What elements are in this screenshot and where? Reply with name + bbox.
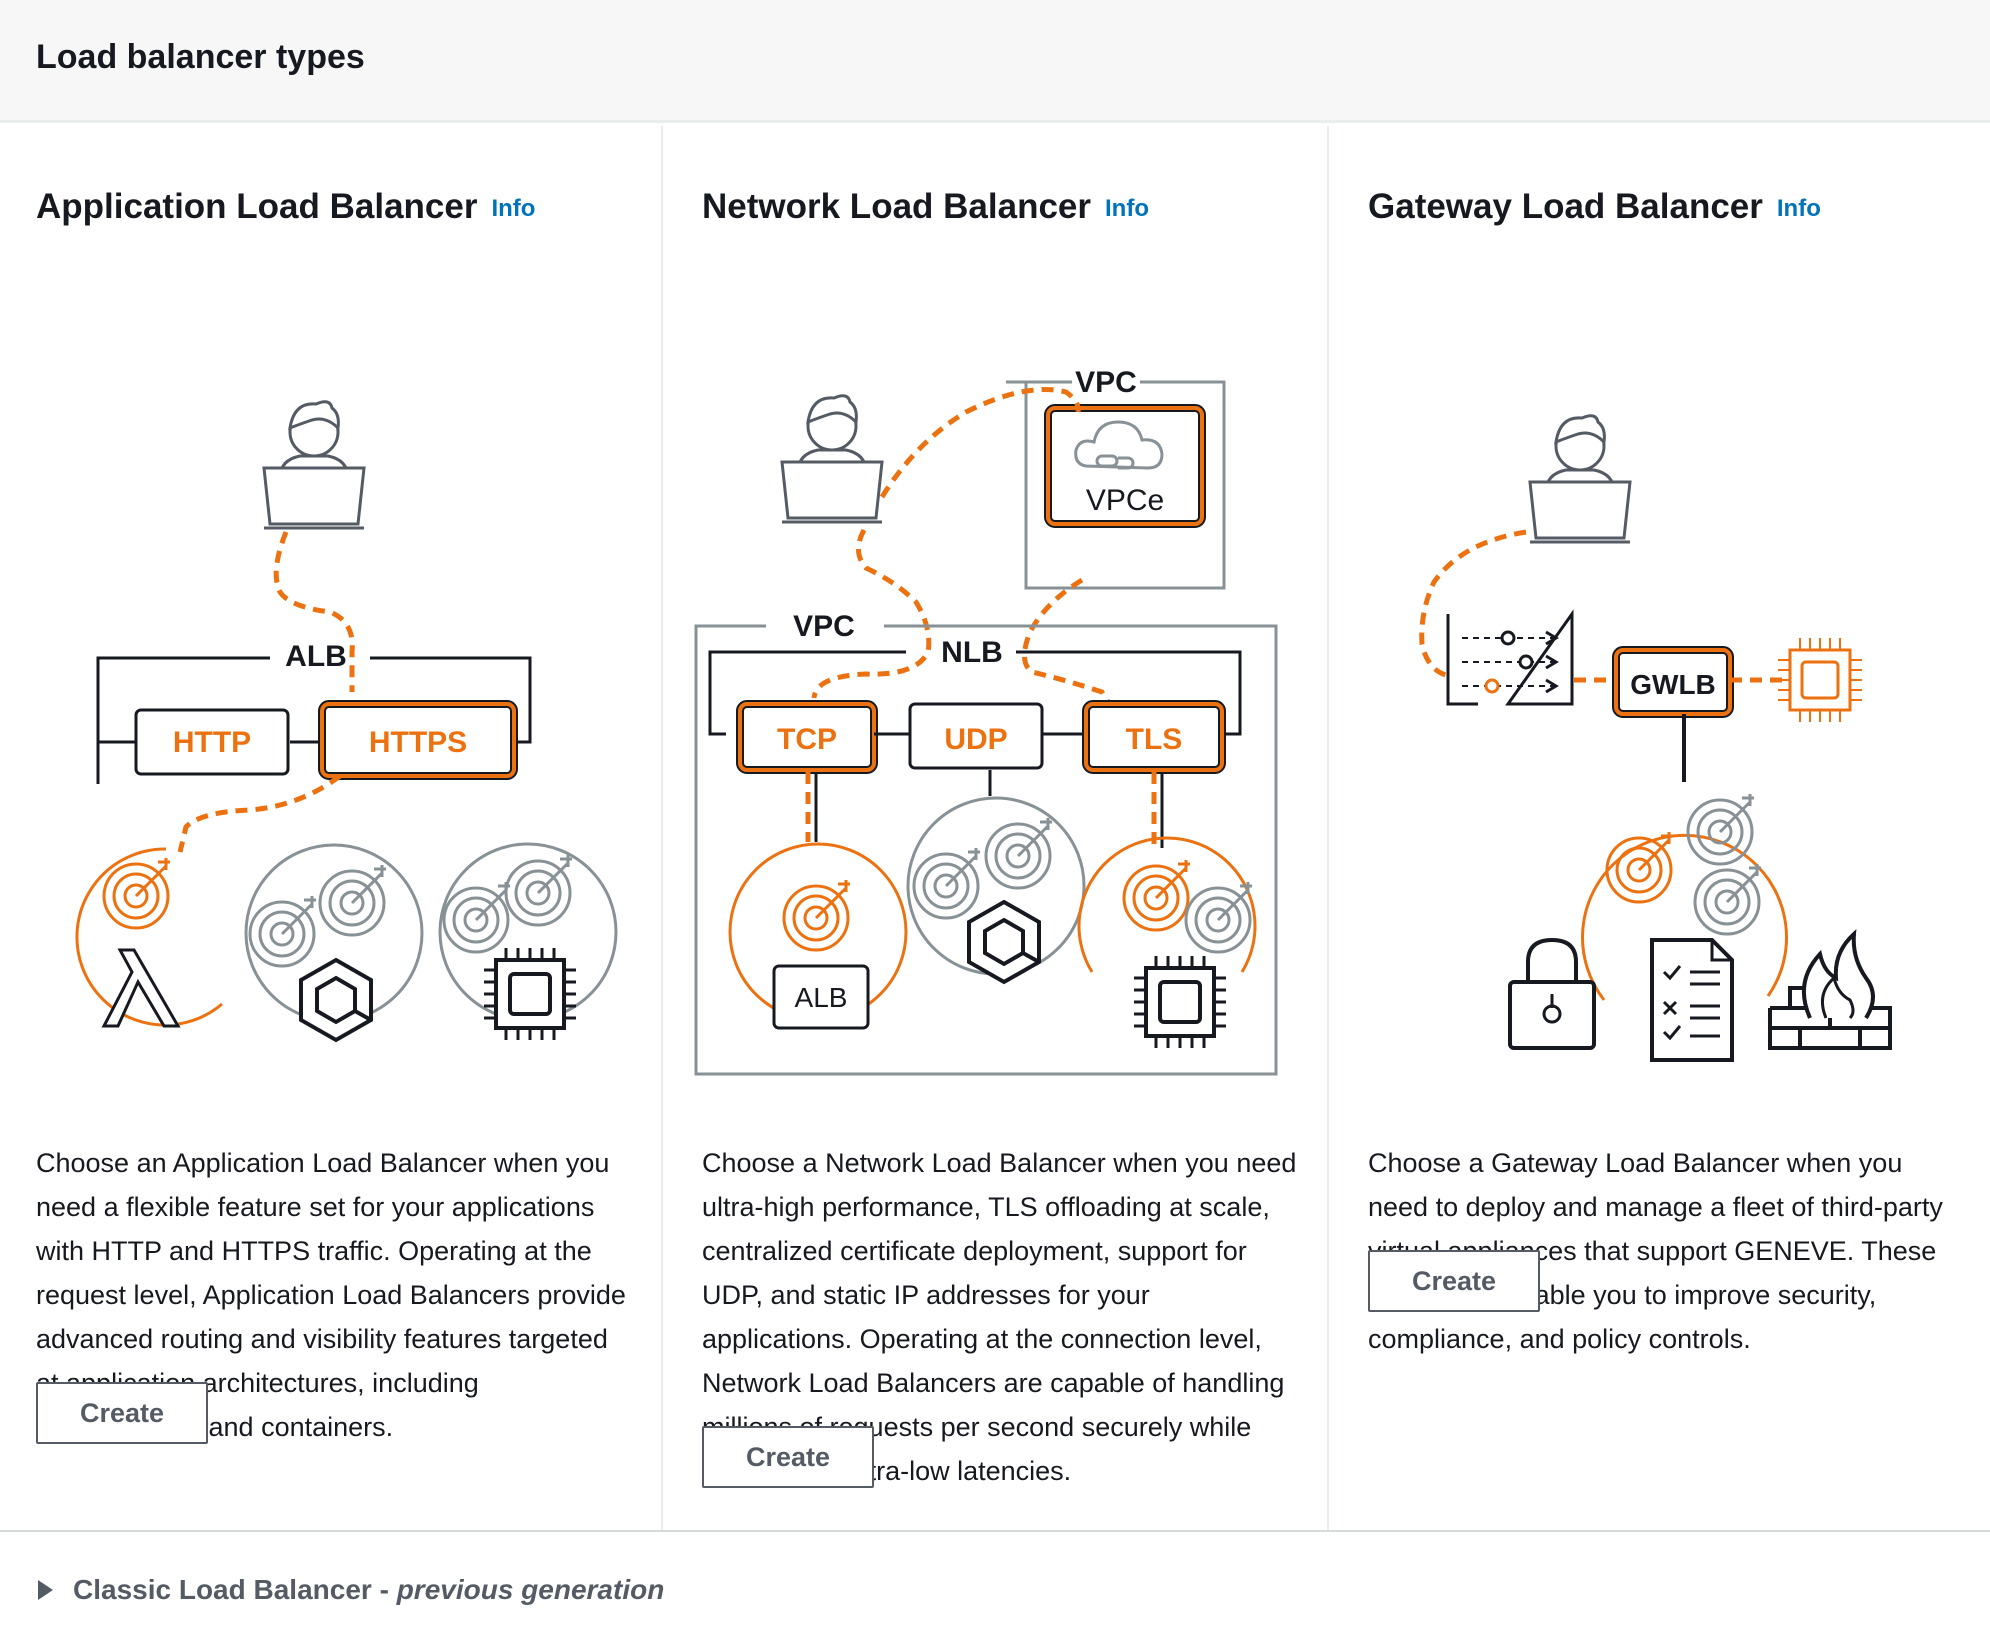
nlb-info-link[interactable]: Info — [1105, 194, 1149, 222]
http-listener-box — [134, 708, 290, 776]
appliance-config-icon — [1446, 609, 1574, 706]
cloud-icon — [1074, 420, 1164, 470]
alb-diagram: ALB HTTP HTTPS — [0, 252, 662, 1112]
target-gray-icon — [504, 853, 574, 927]
container-icon — [299, 958, 373, 1042]
page-title: Load balancer types — [36, 38, 365, 76]
user-laptop-icon — [262, 400, 366, 530]
nlb-create-button[interactable]: Create — [702, 1426, 874, 1488]
alb-target-label: ALB — [795, 982, 848, 1013]
tls-listener-label: TLS — [1126, 723, 1183, 756]
nlb-group-label: NLB — [941, 636, 1003, 669]
user-laptop-icon — [1528, 414, 1632, 544]
instance-target-group — [1077, 836, 1257, 973]
gwlb-label: GWLB — [1630, 669, 1716, 700]
alb-traffic-path — [273, 531, 355, 692]
target-gray-icon — [984, 816, 1054, 890]
tcp-listener-label: TCP — [777, 723, 837, 756]
nlb-diagram: VPC VPCe VPC NLB TCP UDP TLS — [666, 252, 1328, 1112]
container-icon — [967, 900, 1041, 984]
appliance-target-group — [1581, 833, 1788, 1001]
https-listener-label: HTTPS — [369, 726, 467, 759]
caret-right-icon — [38, 1580, 53, 1600]
column-divider — [661, 126, 663, 1530]
firewall-icon — [1768, 929, 1892, 1050]
alb-info-link[interactable]: Info — [491, 194, 536, 222]
column-divider — [1327, 126, 1329, 1530]
target-orange-icon — [1122, 858, 1192, 932]
udp-listener-label: UDP — [944, 723, 1007, 756]
vpc-top-label: VPC — [1075, 366, 1137, 399]
instance-chip-icon — [1132, 954, 1228, 1050]
gwlb-create-button[interactable]: Create — [1368, 1250, 1540, 1312]
page-header: Load balancer types — [0, 0, 1990, 123]
alb-create-button[interactable]: Create — [36, 1382, 208, 1444]
lock-icon — [1508, 937, 1596, 1050]
compliance-checklist-icon — [1650, 938, 1734, 1062]
vpce-label: VPCe — [1086, 484, 1164, 517]
alb-target-box — [772, 964, 870, 1030]
alb-group-label: ALB — [285, 640, 347, 673]
http-listener-label: HTTP — [173, 726, 251, 759]
classic-lb-label: Classic Load Balancer — [73, 1574, 372, 1605]
appliance-chip-icon — [1778, 638, 1862, 722]
target-gray-icon — [1686, 792, 1756, 866]
target-orange-icon — [1605, 830, 1675, 904]
tcp-listener-box — [738, 702, 876, 772]
target-orange-icon — [102, 856, 172, 930]
udp-listener-box — [908, 702, 1044, 770]
vpc-main-label: VPC — [793, 610, 855, 643]
target-orange-icon — [782, 878, 852, 952]
footer-divider — [0, 1530, 1990, 1532]
lambda-icon — [101, 948, 181, 1028]
target-gray-icon — [1693, 862, 1763, 936]
vpce-box — [1046, 406, 1204, 526]
target-gray-icon — [318, 863, 388, 937]
target-gray-icon — [912, 846, 982, 920]
gwlb-diagram: GWLB — [1332, 252, 1990, 1112]
tls-listener-box — [1084, 702, 1224, 772]
https-listener-box — [320, 702, 516, 778]
classic-lb-sublabel: previous generation — [396, 1574, 665, 1605]
target-gray-icon — [1184, 880, 1254, 954]
user-laptop-icon — [780, 394, 884, 524]
classic-lb-expander[interactable]: Classic Load Balancer - previous generat… — [38, 1572, 664, 1608]
gwlb-info-link[interactable]: Info — [1776, 194, 1821, 222]
instance-chip-icon — [482, 946, 578, 1042]
target-gray-icon — [442, 880, 512, 954]
nlb-description: Choose a Network Load Balancer when you … — [702, 1148, 1297, 1486]
target-gray-icon — [248, 894, 318, 968]
